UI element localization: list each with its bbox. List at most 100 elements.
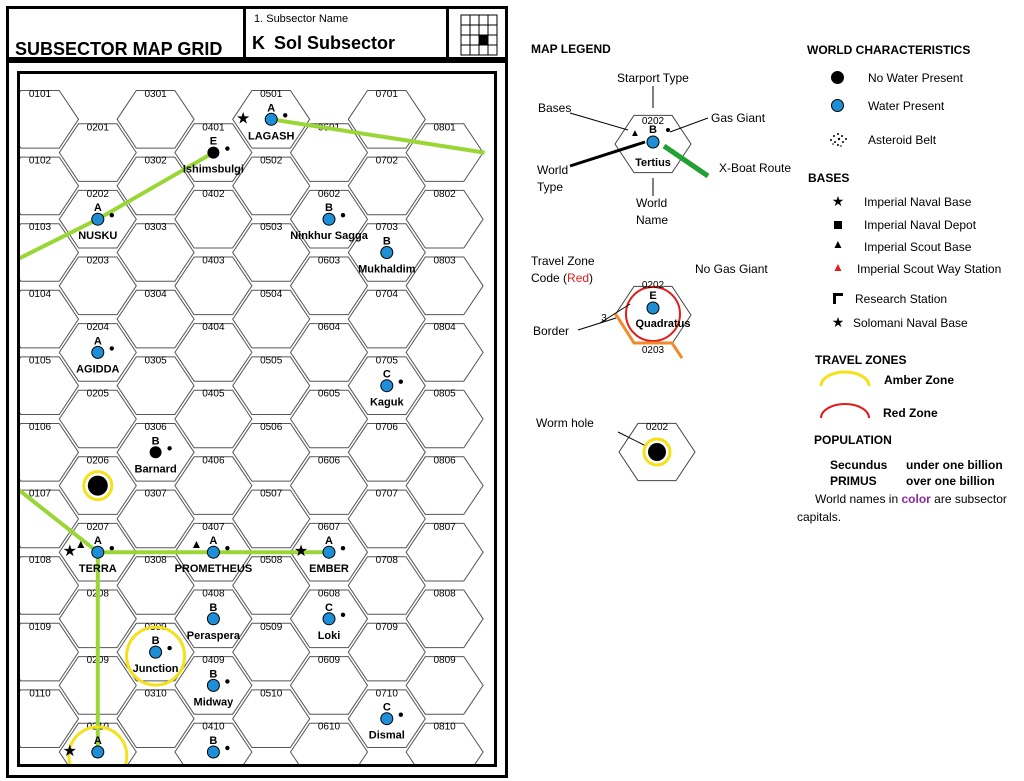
gas-giant-icon — [225, 546, 230, 551]
hex-cell[interactable] — [347, 289, 426, 349]
wormhole-ring — [82, 470, 114, 502]
world-name: TERRA — [79, 563, 117, 575]
hex-cell[interactable] — [20, 689, 80, 748]
hex-cell[interactable] — [289, 656, 369, 715]
hex-cell[interactable] — [116, 689, 195, 748]
hex-cell[interactable] — [347, 622, 426, 682]
hex-cell[interactable] — [20, 622, 80, 682]
hex-cell[interactable] — [405, 456, 484, 515]
locator-cell — [487, 34, 498, 46]
hex-cell[interactable] — [232, 423, 311, 482]
hex-cell[interactable] — [405, 123, 484, 182]
hex-grid: 0101010201030104010501060107010801090110… — [20, 89, 484, 764]
legend-no-gas-giant: No Gas Giant — [695, 262, 768, 276]
hex-cell[interactable] — [232, 223, 311, 282]
hex-number: 0404 — [202, 322, 225, 333]
hex-cell[interactable] — [232, 689, 311, 748]
research-station-icon — [833, 293, 843, 304]
hex-cell[interactable] — [20, 156, 80, 216]
hex-cell[interactable] — [116, 356, 195, 415]
hex-cell[interactable] — [289, 323, 369, 382]
hex-cell[interactable] — [405, 323, 484, 382]
hex-cell[interactable] — [174, 323, 253, 382]
hex-cell[interactable] — [289, 456, 369, 515]
hex-cell[interactable] — [232, 289, 311, 349]
hex-map[interactable]: 0101010201030104010501060107010801090110… — [20, 74, 494, 764]
hex-cell[interactable] — [174, 389, 253, 449]
legend-travel-zone-1: Travel Zone — [531, 254, 595, 268]
travel-zone-red-word: Red — [567, 271, 590, 285]
water-world-icon — [380, 246, 394, 259]
world-lagash[interactable]: A★LAGASH — [236, 102, 294, 142]
hex-cell[interactable] — [20, 289, 80, 349]
amber-zone-ring — [67, 725, 129, 764]
hex-cell[interactable] — [58, 389, 137, 449]
world-hades[interactable]: BHades — [197, 735, 230, 764]
hex-number: 0109 — [29, 622, 52, 633]
hex-cell[interactable] — [58, 256, 137, 316]
hex-cell[interactable] — [405, 589, 484, 649]
hex-cell[interactable] — [347, 489, 426, 549]
gas-giant-icon — [340, 546, 346, 551]
hex-cell[interactable] — [174, 189, 253, 249]
water-world-icon — [149, 645, 163, 659]
hex-cell[interactable] — [232, 622, 311, 682]
hex-cell[interactable] — [116, 90, 195, 149]
hex-cell[interactable] — [116, 223, 195, 282]
hex-cell[interactable] — [405, 522, 484, 582]
hex-cell[interactable] — [405, 389, 484, 449]
water-world-icon — [91, 745, 105, 759]
hex-cell[interactable] — [174, 256, 253, 316]
hex-cell[interactable] — [58, 123, 137, 182]
world-terra[interactable]: A★▲TERRA — [63, 535, 117, 575]
hex-cell[interactable] — [20, 556, 80, 615]
hex-cell[interactable] — [347, 556, 426, 615]
hex-cell[interactable] — [20, 90, 80, 149]
hex-cell[interactable] — [289, 389, 369, 449]
hex-cell[interactable] — [232, 356, 311, 415]
gas-giant-icon — [283, 113, 288, 118]
world-prometheus[interactable]: A▲PROMETHEUS — [175, 535, 253, 575]
hex-cell[interactable] — [232, 489, 311, 549]
world-ember[interactable]: A★EMBER — [294, 535, 349, 575]
hex-cell[interactable] — [116, 556, 195, 615]
hex-cell[interactable] — [174, 456, 253, 515]
hex-cell[interactable] — [405, 656, 484, 715]
hex-cell[interactable] — [289, 256, 369, 316]
starport-code: C — [325, 602, 333, 614]
hex-cell[interactable] — [347, 423, 426, 482]
world-fenris[interactable]: A★FENRIS — [63, 725, 129, 764]
hex-cell[interactable] — [405, 189, 484, 249]
hex-cell[interactable] — [116, 289, 195, 349]
hex-cell[interactable] — [405, 722, 484, 764]
hex-cell[interactable] — [20, 423, 80, 482]
xboat-pointer — [662, 143, 710, 179]
hex-cell[interactable] — [232, 156, 311, 216]
hex-cell[interactable] — [405, 256, 484, 316]
hex-number: 0310 — [144, 688, 167, 699]
hex-cell[interactable] — [232, 556, 311, 615]
hex-cell[interactable] — [20, 356, 80, 415]
hex-number: 0609 — [318, 655, 341, 666]
hex-cell[interactable] — [116, 489, 195, 549]
hex-cell[interactable] — [289, 123, 369, 182]
world-wormhole[interactable] — [82, 470, 114, 502]
subsector-name[interactable]: Sol Subsector — [274, 33, 396, 53]
capital-note-2: are subsector — [930, 492, 1007, 506]
hex-cell[interactable] — [347, 156, 426, 216]
hex-cell[interactable] — [174, 722, 253, 764]
hex-cell[interactable] — [289, 722, 369, 764]
